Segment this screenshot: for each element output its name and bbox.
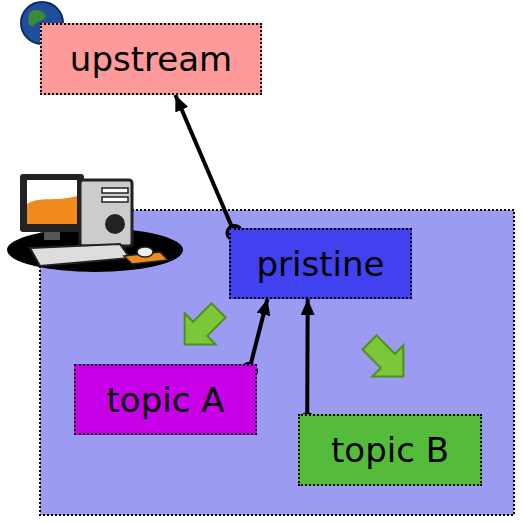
merge-direction-arrow — [354, 327, 419, 392]
tracking-connector — [305, 299, 309, 421]
branch-box: topic B — [298, 414, 482, 486]
branch-name: upstream — [70, 42, 232, 76]
branch-name: pristine — [257, 247, 385, 281]
computer-illustration — [7, 174, 183, 272]
merge-direction-arrow — [169, 295, 234, 360]
branch-box: topic A — [74, 364, 257, 435]
branch-name: topic A — [107, 383, 225, 417]
branch-box: upstream — [40, 23, 262, 95]
branch-box: pristine — [229, 228, 412, 299]
tracking-connector — [249, 299, 267, 371]
tracking-connector — [175, 95, 234, 233]
branch-name: topic B — [331, 433, 449, 467]
